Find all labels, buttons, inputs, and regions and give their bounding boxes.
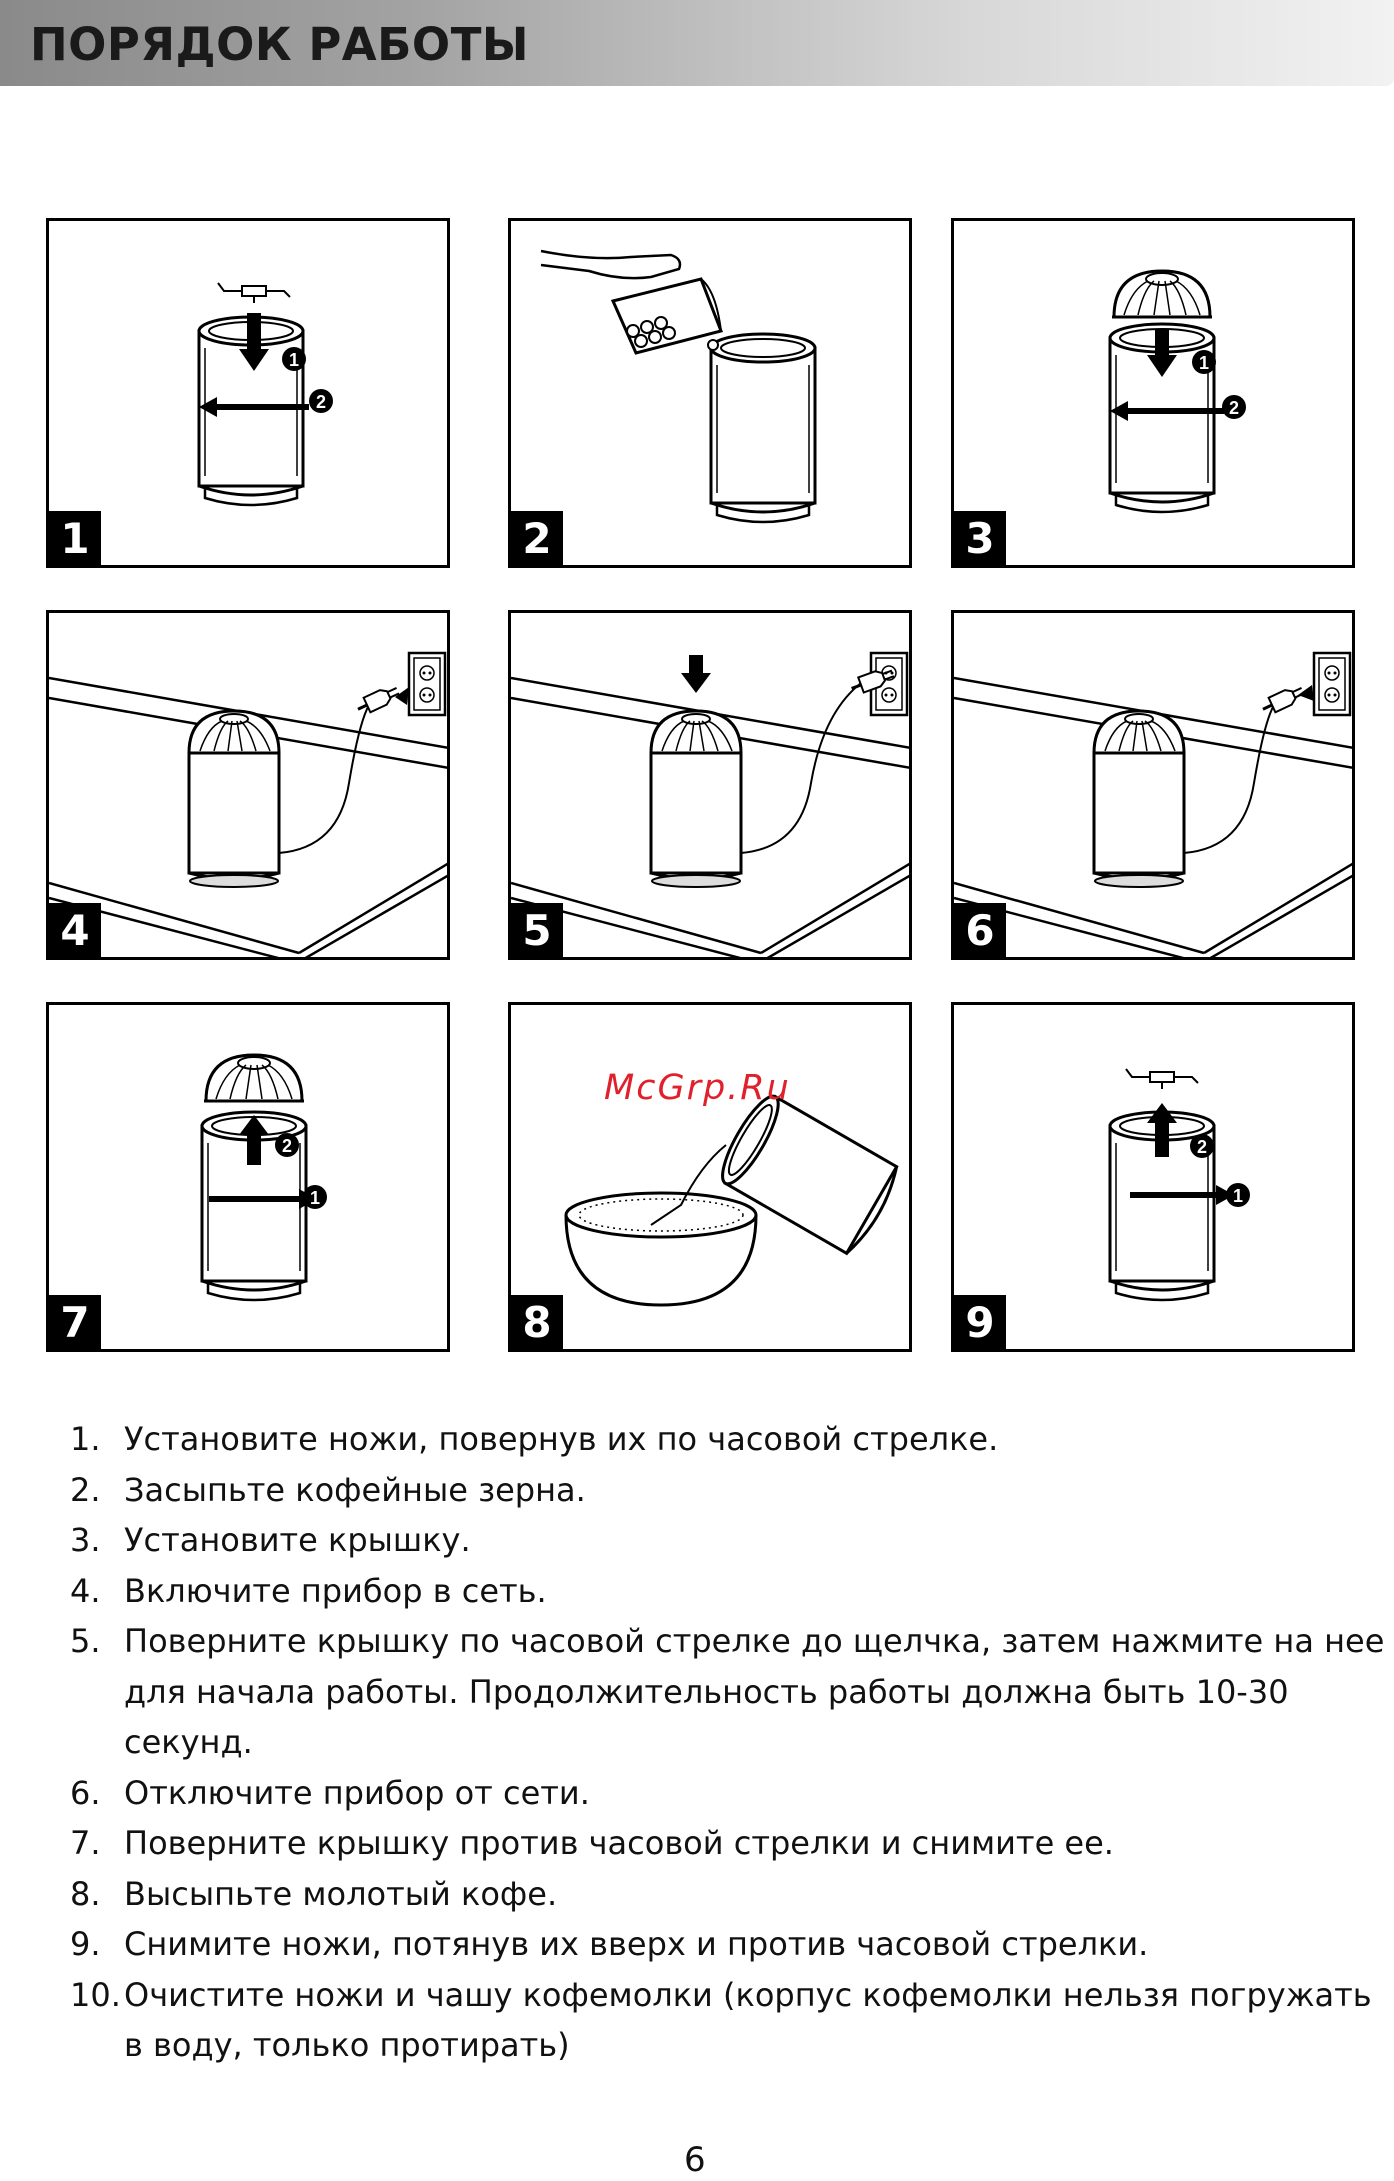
pour-out-coffee-illustration bbox=[511, 1005, 899, 1307]
svg-text:1: 1 bbox=[310, 1188, 320, 1208]
svg-text:2: 2 bbox=[1229, 398, 1239, 418]
list-item: 4.Включите прибор в сеть. bbox=[70, 1571, 547, 1610]
remove-blades-illustration: 2 1 bbox=[1108, 1068, 1250, 1302]
list-item: 3.Установите крышку. bbox=[70, 1521, 471, 1559]
install-blades-illustration: 1 2 bbox=[197, 282, 333, 507]
step-number-2: 2 bbox=[511, 511, 563, 565]
remove-lid-illustration: 2 1 bbox=[200, 1053, 327, 1302]
step-illustration-1: 1 2 1 bbox=[46, 218, 450, 568]
step-illustration-7: 2 1 7 bbox=[46, 1002, 450, 1352]
step-number-6: 6 bbox=[954, 903, 1006, 957]
list-item: 2.Засыпьте кофейные зерна. bbox=[70, 1470, 586, 1509]
svg-text:2: 2 bbox=[316, 392, 326, 412]
instructions-list: 1.Установите ножи, повернув их по часово… bbox=[70, 1414, 1390, 2071]
list-item: 5.Поверните крышку по часовой стрелке до… bbox=[70, 1622, 1385, 1761]
step-illustration-2: 2 bbox=[508, 218, 912, 568]
step-number-7: 7 bbox=[49, 1295, 101, 1349]
step-number-1: 1 bbox=[49, 511, 101, 565]
install-lid-illustration: 1 2 bbox=[1108, 269, 1246, 514]
svg-text:1: 1 bbox=[1233, 1186, 1243, 1206]
svg-text:2: 2 bbox=[1197, 1137, 1207, 1157]
page-number: 6 bbox=[684, 2140, 706, 2180]
step-illustration-9: 2 1 9 bbox=[951, 1002, 1355, 1352]
plug-in-illustration bbox=[49, 651, 447, 957]
step-illustration-5: 5 bbox=[508, 610, 912, 960]
unplug-illustration bbox=[954, 651, 1352, 957]
step-illustration-8: 8 bbox=[508, 1002, 912, 1352]
header-bar: ПОРЯДОК РАБОТЫ bbox=[0, 0, 1394, 86]
step-number-8: 8 bbox=[511, 1295, 563, 1349]
list-item: 1.Установите ножи, повернув их по часово… bbox=[70, 1420, 999, 1458]
list-item: 9.Снимите ножи, потянув их вверх и проти… bbox=[70, 1925, 1149, 1963]
step-illustration-4: 4 bbox=[46, 610, 450, 960]
pour-beans-illustration bbox=[540, 249, 817, 524]
svg-text:1: 1 bbox=[289, 350, 299, 370]
page-title: ПОРЯДОК РАБОТЫ bbox=[30, 18, 530, 71]
step-illustration-6: 6 bbox=[951, 610, 1355, 960]
step-number-3: 3 bbox=[954, 511, 1006, 565]
step-illustration-3: 1 2 3 bbox=[951, 218, 1355, 568]
list-item: 6.Отключите прибор от сети. bbox=[70, 1773, 590, 1812]
list-item: 10.Очистите ножи и чашу кофемолки (корпу… bbox=[70, 1975, 1372, 2065]
watermark: McGrp.Ru bbox=[604, 1068, 791, 1108]
svg-text:2: 2 bbox=[282, 1136, 292, 1156]
start-grinding-illustration bbox=[511, 651, 909, 957]
step-number-4: 4 bbox=[49, 903, 101, 957]
list-item: 8.Высыпьте молотый кофе. bbox=[70, 1874, 558, 1913]
step-number-5: 5 bbox=[511, 903, 563, 957]
step-number-9: 9 bbox=[954, 1295, 1006, 1349]
list-item: 7.Поверните крышку против часовой стрелк… bbox=[70, 1824, 1114, 1862]
svg-text:1: 1 bbox=[1199, 353, 1209, 373]
